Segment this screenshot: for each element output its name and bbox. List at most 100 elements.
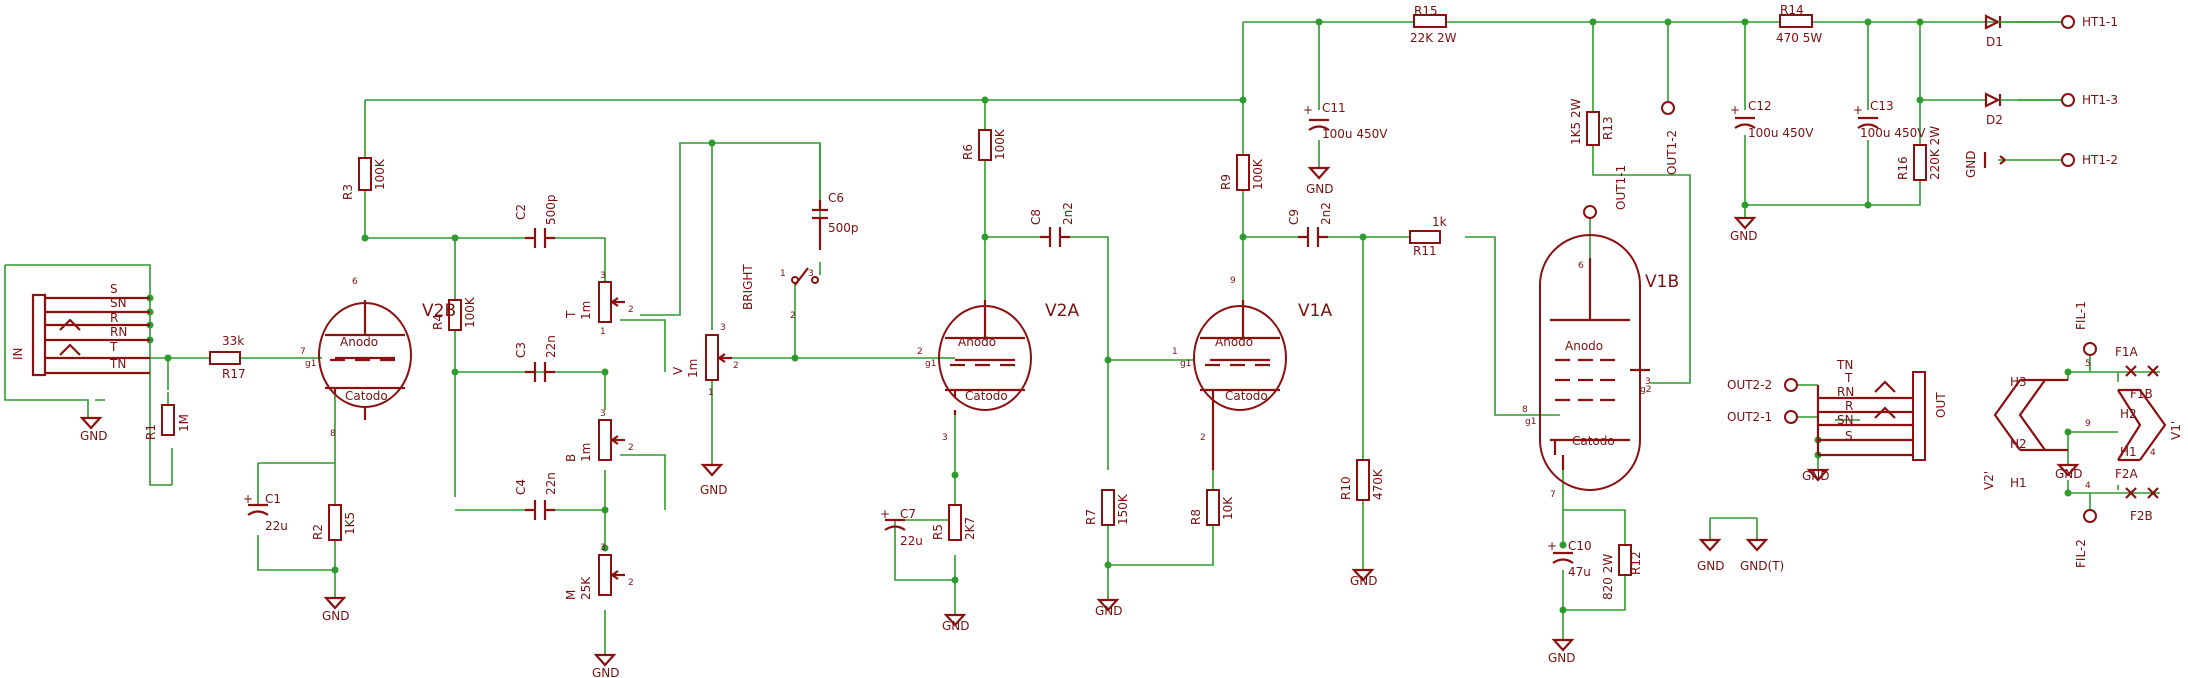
label-r13: R13: [1601, 116, 1615, 140]
v2b-catodo: Catodo: [345, 389, 388, 403]
label-r4: R4: [431, 314, 445, 330]
v2b-pin7: 7: [300, 347, 306, 357]
label-out2-2: OUT2-2: [1727, 378, 1772, 392]
resistor-r8: [1206, 489, 1220, 526]
resistor-r11: [1409, 230, 1441, 244]
resistor-r3: [358, 157, 372, 191]
resistors: 33k R17 R1 1M R3 100K R2 1K5 R4 100K R6 …: [144, 3, 1942, 600]
pin-pot-1a: 1: [600, 327, 606, 337]
label-r16: R16: [1896, 156, 1910, 180]
label-vv: 1m: [686, 359, 700, 378]
pin-g1-v2a: g1: [925, 359, 936, 369]
svg-text:+: +: [880, 507, 890, 521]
label-bright: BRIGHT: [741, 264, 755, 310]
gnd-label-c12: GND: [1730, 229, 1758, 243]
label-h-pin4a: 4: [2085, 481, 2091, 491]
label-v1p: V1': [2169, 421, 2183, 440]
label-d1: D1: [1986, 35, 2003, 49]
label-c10v: 47u: [1568, 565, 1591, 579]
label-out-tn: TN: [1836, 358, 1853, 372]
svg-text:+: +: [1547, 539, 1557, 553]
capacitor-c9: [1298, 227, 1328, 247]
pin-pot-2c: 2: [628, 578, 634, 588]
tube-v1b: Anodo Catodo V1B 6 3 8 7 OUT1-1 OUT1-2: [1522, 101, 1679, 500]
svg-text:+: +: [243, 492, 253, 506]
gnd-label-a: GND: [1697, 559, 1725, 573]
resistor-r5: [948, 504, 962, 541]
pin-labels: 3 2 1 3 2 3 2 3 2 1 1 3 2 g1 g1 g1 g1 g2: [305, 269, 1651, 588]
v2a-title: V2A: [1045, 301, 1079, 321]
pot-volume: [705, 334, 719, 381]
label-f2b: F2B: [2130, 509, 2153, 523]
label-out-t: T: [1844, 371, 1853, 385]
svg-text:+: +: [1303, 103, 1313, 117]
v2b-title: V2B: [422, 301, 456, 321]
v1b-pin8: 8: [1522, 405, 1528, 415]
v1a-pin1: 1: [1172, 347, 1178, 357]
label-r17v: 33k: [222, 334, 244, 348]
label-h3: H3: [2010, 375, 2027, 389]
label-r5: R5: [931, 524, 945, 540]
label-r5v: 2K7: [963, 517, 977, 540]
pin-pot-3v: 3: [720, 323, 726, 333]
pin-sw-1: 1: [780, 269, 786, 279]
gnd-label-r7: GND: [1095, 604, 1123, 618]
label-r16v: 220K 2W: [1928, 126, 1942, 180]
label-h2-left: H2: [2010, 437, 2027, 451]
label-r14: R14: [1780, 3, 1804, 17]
tube-v1a: Anodo Catodo V1A 1 2 9: [1172, 276, 1332, 470]
label-f1b: F1B: [2130, 387, 2153, 401]
capacitor-c10: [1552, 551, 1574, 564]
v1a-catodo: Catodo: [1225, 389, 1268, 403]
label-r1: R1: [144, 424, 158, 440]
capacitors: C2 500p C3 22n C4 22n + C1 22u C6 500p C…: [243, 99, 1926, 579]
label-bv: 1m: [579, 443, 593, 462]
label-t: T: [564, 310, 578, 319]
label-c6: C6: [828, 191, 844, 205]
label-r15: R15: [1414, 4, 1438, 18]
label-in-tn: TN: [109, 357, 126, 371]
gnd-label-r10: GND: [1350, 574, 1378, 588]
pin-pot-3b: 3: [600, 409, 606, 419]
label-c2v: 500p: [544, 194, 558, 225]
v1a-pin2: 2: [1200, 433, 1206, 443]
pot-mid: [598, 554, 612, 596]
label-r2v: 1K5: [343, 512, 357, 535]
v1a-anodo: Anodo: [1215, 335, 1253, 349]
label-h1-left: H1: [2010, 476, 2027, 490]
pin-pot-3c: 3: [600, 543, 606, 553]
v1b-title: V1B: [1645, 272, 1679, 292]
label-d2: D2: [1986, 113, 2003, 127]
label-ht1-3: HT1-3: [2082, 93, 2118, 107]
label-r6v: 100K: [993, 128, 1007, 160]
capacitor-c13: [1857, 116, 1879, 129]
v2b-pin8: 8: [330, 429, 336, 439]
resistor-r10: [1356, 459, 1370, 501]
capacitor-c12: [1734, 116, 1756, 129]
label-h2-right: H2: [2120, 407, 2137, 421]
v2a-catodo: Catodo: [965, 389, 1008, 403]
v1b-pin7: 7: [1550, 490, 1556, 500]
pin-c2-3: 3: [600, 271, 606, 281]
pin-pot-2v: 2: [733, 361, 739, 371]
v1b-catodo: Catodo: [1572, 434, 1615, 448]
label-v2p: V2': [1982, 471, 1996, 490]
label-c11v: 100u 450V: [1322, 127, 1388, 141]
capacitor-c11: [1308, 118, 1330, 131]
gnd-label-v: GND: [700, 483, 728, 497]
label-c8: C8: [1029, 209, 1043, 225]
resistor-r6: [978, 129, 992, 161]
label-r11: R11: [1413, 244, 1437, 258]
label-r7: R7: [1084, 509, 1098, 525]
label-f2a: F2A: [2115, 467, 2139, 481]
v2b-pin6: 6: [352, 277, 358, 287]
v2a-pin2: 2: [917, 347, 923, 357]
gnd-label-out: GND: [1802, 469, 1830, 483]
v1b-anodo: Anodo: [1565, 339, 1603, 353]
label-out1-2: OUT1-2: [1665, 130, 1679, 175]
label-in: IN: [11, 347, 25, 360]
label-c3v: 22n: [544, 335, 558, 358]
capacitor-c7: [884, 518, 906, 531]
v1a-title: V1A: [1298, 301, 1332, 321]
potentiometers: T 1m B 1m M 25K V 1m: [564, 281, 732, 600]
